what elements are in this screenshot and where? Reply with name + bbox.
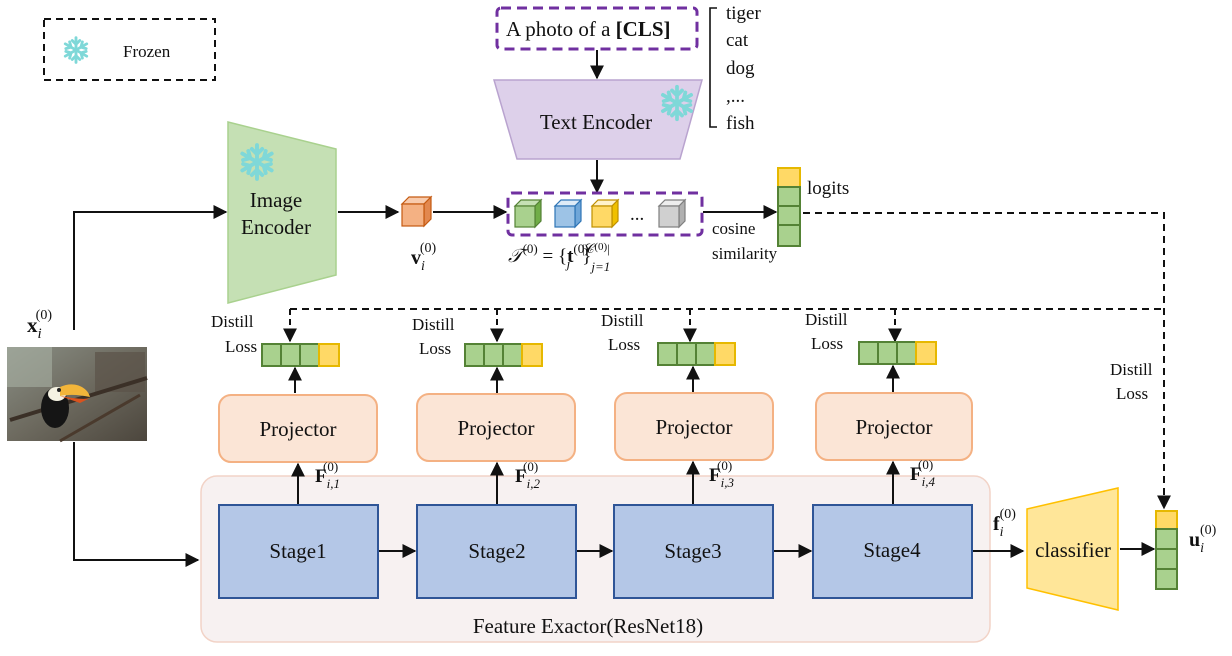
input-image	[7, 347, 148, 443]
text-feature-cube	[513, 198, 543, 229]
svg-text:Loss: Loss	[811, 334, 843, 353]
class-name-list: tiger cat dog ,... fish	[726, 3, 761, 134]
v-feature-cube	[400, 195, 433, 228]
legend: Frozen	[43, 18, 216, 81]
stage-label: Stage4	[863, 538, 921, 562]
class-brace	[709, 7, 717, 128]
legend-box	[43, 18, 216, 81]
v-feature-label: vi(0)	[411, 241, 437, 274]
text-feature-set: ...	[506, 191, 704, 237]
class-name: fish	[726, 113, 755, 134]
class-name: tiger	[726, 3, 761, 24]
stage-block: Stage4	[812, 504, 973, 599]
feature-extractor-container	[200, 475, 991, 643]
projector: Projector	[416, 393, 576, 462]
projector-label: Projector	[260, 417, 337, 441]
projector-label: Projector	[458, 416, 535, 440]
stage-block: Stage2	[416, 504, 577, 599]
class-name: cat	[726, 30, 749, 51]
text-feature-cube	[657, 198, 687, 229]
svg-text:Distill: Distill	[805, 310, 848, 329]
text-encoder: Text Encoder	[493, 79, 703, 160]
projector-output-vector	[464, 343, 543, 367]
cosine-label-line2: similarity	[712, 244, 778, 263]
image-encoder-label-line2: Encoder	[241, 215, 311, 239]
projector: Projector	[614, 392, 774, 461]
stage-feature-label: Fi,3(0)	[709, 458, 734, 490]
svg-text:Distill: Distill	[1110, 360, 1153, 379]
svg-text:Loss: Loss	[225, 337, 257, 356]
text-feature-cube	[590, 198, 620, 229]
feature-extractor-label: Feature Exactor(ResNet18)	[473, 614, 703, 638]
projector-output-vector	[858, 341, 937, 365]
text-feature-formula: 𝒯(0) = {t(0)j}j=1|𝒞(0)|	[508, 241, 610, 274]
stage-block: Stage1	[218, 504, 379, 599]
svg-text:Loss: Loss	[608, 335, 640, 354]
logits-label: logits	[807, 178, 849, 199]
output-label: ui(0)	[1189, 523, 1217, 556]
distill-loss-label: Distill Loss	[601, 311, 644, 354]
distill-loss-label: Distill Loss	[1110, 360, 1153, 403]
image-encoder-label-line1: Image	[250, 188, 302, 212]
stage-feature-label: Fi,4(0)	[910, 457, 935, 489]
classifier-label: classifier	[1035, 538, 1111, 562]
stage-feature-label: Fi,1(0)	[315, 459, 340, 491]
svg-text:Distill: Distill	[601, 311, 644, 330]
class-name: ,...	[726, 86, 745, 107]
prompt-box: A photo of a [CLS]	[495, 6, 699, 51]
final-feature-label: fi(0)	[993, 507, 1016, 540]
projector-label: Projector	[856, 415, 933, 439]
logits-vector	[777, 167, 801, 247]
distill-loss-label: Distill Loss	[211, 312, 257, 356]
text-feature-cube	[553, 198, 583, 229]
stage-label: Stage1	[269, 539, 326, 563]
input-to-backbone-arrow	[73, 442, 200, 567]
svg-text:Distill: Distill	[211, 312, 254, 331]
stage-block: Stage3	[613, 504, 774, 599]
legend-frozen-label: Frozen	[123, 42, 171, 61]
x-input-label: xi(0)	[27, 308, 52, 342]
text-encoder-label: Text Encoder	[540, 110, 652, 134]
image-encoder: Image Encoder	[227, 121, 337, 304]
cosine-label-line1: cosine	[712, 219, 755, 238]
input-to-image-encoder-arrow	[73, 205, 228, 330]
svg-text:Distill: Distill	[412, 315, 455, 334]
stage-label: Stage3	[664, 539, 721, 563]
text-feature-ellipsis: ...	[630, 204, 644, 225]
projector: Projector	[218, 394, 378, 463]
stage-feature-label: Fi,2(0)	[515, 459, 540, 491]
logits-to-output-distill-line	[803, 212, 1171, 510]
distill-loss-label: Distill Loss	[805, 310, 848, 353]
projector-label: Projector	[656, 415, 733, 439]
distill-loss-label: Distill Loss	[412, 315, 455, 358]
projector-output-vector	[657, 342, 736, 366]
stage-label: Stage2	[468, 539, 525, 563]
prompt-text: A photo of a [CLS]	[506, 17, 671, 41]
classifier: classifier	[1026, 487, 1119, 611]
svg-text:Loss: Loss	[419, 339, 451, 358]
snowflake-icon	[63, 36, 89, 64]
class-name: dog	[726, 58, 755, 79]
svg-text:Loss: Loss	[1116, 384, 1148, 403]
projector-output-vector	[261, 343, 340, 367]
projector: Projector	[815, 392, 973, 461]
output-vector	[1155, 510, 1178, 590]
